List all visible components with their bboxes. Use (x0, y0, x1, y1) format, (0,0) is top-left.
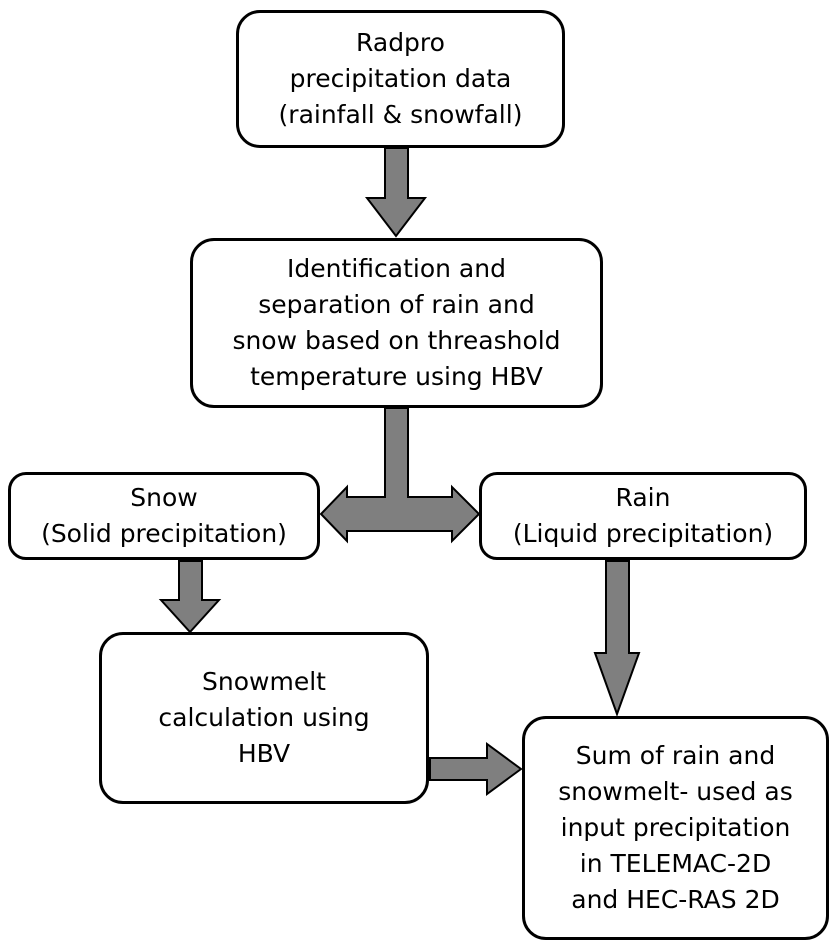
node-label-line: input precipitation (560, 813, 791, 842)
node-snow: Snow (Solid precipitation) (8, 472, 320, 560)
arrow-radpro-to-identification (364, 147, 428, 238)
node-label-line: and HEC-RAS 2D (571, 885, 780, 914)
arrow-rain-to-sum (593, 560, 641, 717)
node-label-line: snowmelt- used as (558, 777, 793, 806)
node-radpro-precipitation-data: Radpro precipitation data (rainfall & sn… (236, 10, 565, 148)
node-label-line: snow based on threashold (232, 326, 561, 355)
node-label-line: Identification and (287, 254, 506, 283)
node-label-line: in TELEMAC-2D (579, 849, 772, 878)
node-label-line: calculation using (158, 703, 370, 732)
node-label-line: Snowmelt (202, 667, 326, 696)
node-label-line: HBV (237, 739, 291, 768)
arrow-identification-split (319, 407, 481, 544)
node-rain: Rain (Liquid precipitation) (479, 472, 807, 560)
node-snowmelt-calculation: Snowmelt calculation using HBV (99, 632, 429, 804)
node-sum-of-rain-and-snowmelt: Sum of rain and snowmelt- used as input … (522, 716, 829, 940)
node-label-line: (rainfall & snowfall) (278, 100, 523, 129)
node-label-line: temperature using HBV (250, 362, 543, 391)
node-label-line: (Liquid precipitation) (512, 519, 774, 548)
node-label-line: Sum of rain and (575, 741, 776, 770)
node-label-line: Snow (130, 483, 198, 512)
node-label-line: (Solid precipitation) (41, 519, 287, 548)
node-label-line: Radpro (356, 28, 445, 57)
node-label-line: separation of rain and (258, 290, 535, 319)
arrow-snow-to-snowmelt (158, 560, 222, 634)
node-identification-separation: Identification and separation of rain an… (190, 238, 603, 408)
node-label-line: Rain (615, 483, 671, 512)
node-label-line: precipitation data (289, 64, 512, 93)
arrow-snowmelt-to-sum (429, 742, 523, 796)
